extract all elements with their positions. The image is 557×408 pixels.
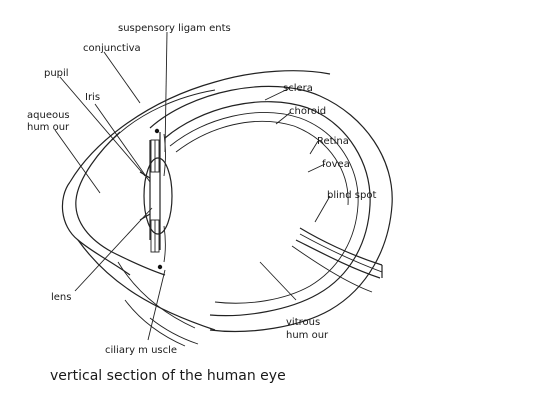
diagram-caption: vertical section of the human eye <box>50 368 286 384</box>
lens <box>143 157 173 235</box>
cornea-conjunctiva <box>75 131 166 276</box>
label-retina: Retina <box>317 136 349 147</box>
label-suspensory-ligaments: suspensory ligam ents <box>118 23 231 34</box>
label-aqueous-humour-line1: aqueous <box>27 110 70 121</box>
label-vitreous-humour-line1: vitrous <box>286 317 320 328</box>
ciliary-body <box>149 128 166 270</box>
label-vitreous-humour-line2: hum our <box>286 330 329 341</box>
label-choroid: choroid <box>289 106 326 117</box>
labels: suspensory ligam ents conjunctiva pupil … <box>27 23 376 356</box>
label-pupil: pupil <box>44 68 69 79</box>
eyeball-layers <box>149 85 393 333</box>
optic-nerve <box>291 227 383 293</box>
label-sclera: sclera <box>283 83 313 94</box>
label-ciliary-muscle: ciliary m uscle <box>105 345 177 356</box>
label-conjunctiva: conjunctiva <box>83 43 141 54</box>
label-iris: Iris <box>85 92 100 103</box>
leader-lines <box>54 31 331 341</box>
label-aqueous-humour-line2: hum our <box>27 122 70 133</box>
label-fovea: fovea <box>322 159 350 170</box>
label-lens: lens <box>51 292 71 303</box>
label-blind-spot: blind spot <box>327 190 376 201</box>
